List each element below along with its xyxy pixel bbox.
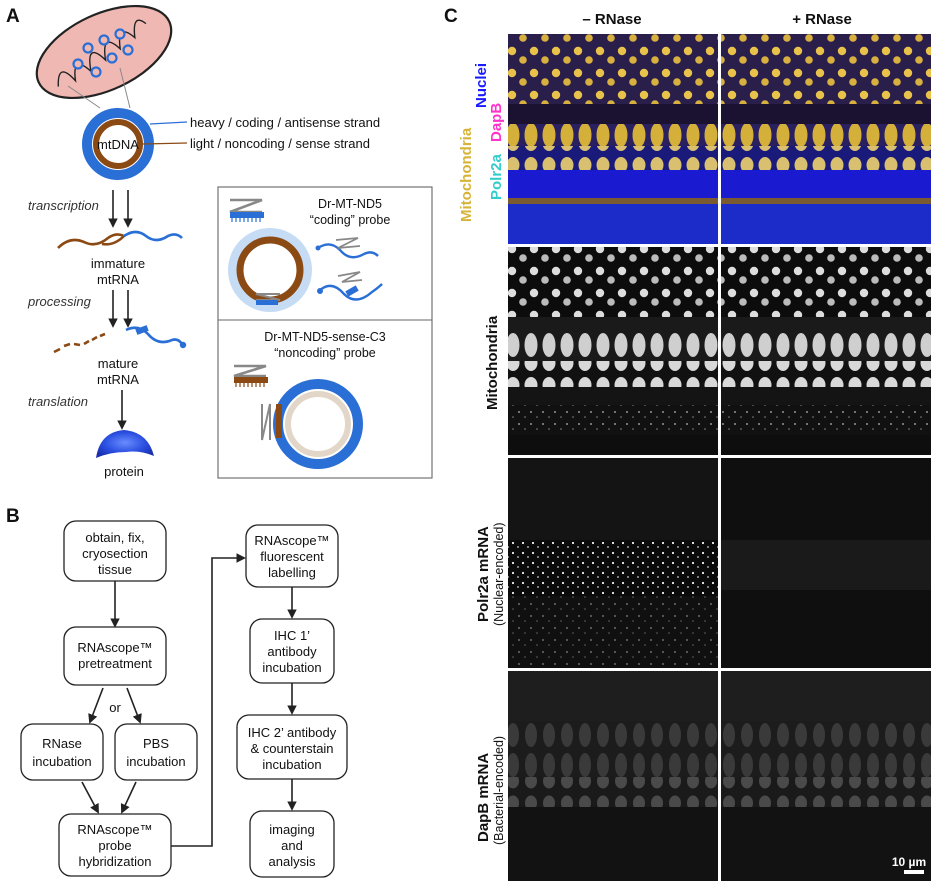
or-label: or [109, 700, 121, 715]
probe2-name: Dr-MT-ND5-sense-C3 [264, 330, 386, 344]
step5-line2: fluorescent [260, 549, 324, 564]
step1-line3: tissue [98, 562, 132, 577]
image-polr2a-minus-rnase [508, 458, 718, 668]
scale-bar-label: 10 µm [892, 855, 926, 869]
step4-line1: RNAscope™ [77, 822, 152, 837]
mtdna-label: mtDNA [97, 137, 139, 152]
step2-line2: pretreatment [78, 656, 152, 671]
coding-probe-diagram [228, 228, 383, 312]
column-header-minus-rnase: – RNase [582, 11, 641, 28]
step7-line2: & counterstain [250, 741, 333, 756]
image-polr2a-plus-rnase [721, 458, 931, 668]
legend-nuclei: Nuclei [473, 63, 490, 108]
row-label-polr2a: Polr2a mRNA [475, 526, 492, 622]
noncoding-probe-diagram [261, 379, 363, 469]
immature-label-1: immature [91, 256, 145, 271]
protein-label: protein [104, 464, 144, 479]
mtdna-rings: mtDNA [82, 108, 188, 180]
processing-label: processing [27, 294, 92, 309]
mature-label-1: mature [98, 356, 138, 371]
step-rnase-box: RNase incubation [20, 723, 104, 781]
legend-polr2a: Polr2a [488, 153, 505, 200]
panel-c-letter: C [444, 6, 458, 27]
step1-line1: obtain, fix, [85, 530, 144, 545]
step8-line1: imaging [269, 822, 315, 837]
step5-line1: RNAscope™ [254, 533, 329, 548]
step5-line3: labelling [268, 565, 316, 580]
arrow-4-5 [171, 553, 246, 847]
arrow-3a-4 [81, 781, 99, 814]
translation-label: translation [28, 394, 88, 409]
step-pbs-box: PBS incubation [114, 723, 198, 781]
step8-line2: and [281, 838, 303, 853]
image-dapb-plus-rnase [721, 671, 931, 881]
step8-line3: analysis [269, 854, 316, 869]
transcription-label: transcription [28, 198, 99, 213]
step-hybridization-box: RNAscope™ probe hybridization [58, 813, 172, 877]
step-pretreatment-box: RNAscope™ pretreatment [63, 626, 167, 686]
row-sublabel-dapb: (Bacterial-encoded) [492, 736, 506, 845]
step-ihc2-box: IHC 2’ antibody & counterstain incubatio… [236, 714, 348, 780]
step3b-line2: incubation [126, 754, 185, 769]
arrow-2-3b [126, 687, 142, 724]
arrow-3b-4 [120, 781, 137, 814]
probe2-type: “noncoding” probe [274, 346, 376, 360]
image-mito-plus-rnase [721, 247, 931, 455]
step-imaging-box: imaging and analysis [249, 810, 335, 878]
step7-line1: IHC 2’ antibody [248, 725, 337, 740]
mitochondrion-illustration [35, 4, 173, 109]
mature-mtrna-strands [53, 325, 187, 354]
panel-a-letter: A [6, 6, 20, 27]
row-label-dapb: DapB mRNA [475, 753, 492, 842]
noncoding-probe-icon [233, 364, 268, 387]
probe1-type: “coding” probe [310, 213, 391, 227]
image-mito-minus-rnase [508, 247, 718, 455]
immature-label-2: mtRNA [97, 272, 139, 287]
legend-dapb: DapB [488, 103, 505, 142]
image-merged-minus-rnase [508, 34, 718, 244]
step6-line1: IHC 1’ [274, 628, 310, 643]
arrow-2-3a [88, 687, 104, 724]
row-sublabel-polr2a: (Nuclear-encoded) [492, 522, 506, 626]
step-obtain-box: obtain, fix, cryosection tissue [63, 520, 167, 582]
step4-line2: probe [98, 838, 131, 853]
step6-line2: antibody [267, 644, 317, 659]
immature-mtrna-strands [57, 230, 183, 249]
step6-line3: incubation [262, 660, 321, 675]
step2-line1: RNAscope™ [77, 640, 152, 655]
column-header-plus-rnase: + RNase [792, 11, 852, 28]
step3b-line1: PBS [143, 736, 169, 751]
image-merged-plus-rnase [721, 34, 931, 244]
step3a-line1: RNase [42, 736, 82, 751]
legend-mito: Mitochondria [458, 127, 475, 222]
step1-line2: cryosection [82, 546, 148, 561]
step7-line3: incubation [262, 757, 321, 772]
mature-label-2: mtRNA [97, 372, 139, 387]
scale-bar [904, 870, 924, 874]
heavy-strand-label: heavy / coding / antisense strand [190, 115, 380, 130]
step3a-line2: incubation [32, 754, 91, 769]
image-dapb-minus-rnase [508, 671, 718, 881]
probe1-name: Dr-MT-ND5 [318, 197, 382, 211]
step4-line3: hybridization [79, 854, 152, 869]
protein-blob [96, 430, 154, 458]
coding-probe-icon [229, 198, 264, 222]
step-labelling-box: RNAscope™ fluorescent labelling [245, 524, 339, 588]
step-ihc1-box: IHC 1’ antibody incubation [249, 618, 335, 684]
row-label-mitochondria: Mitochondria [484, 315, 501, 410]
light-strand-label: light / noncoding / sense strand [190, 136, 370, 151]
panel-b-letter: B [6, 506, 20, 527]
